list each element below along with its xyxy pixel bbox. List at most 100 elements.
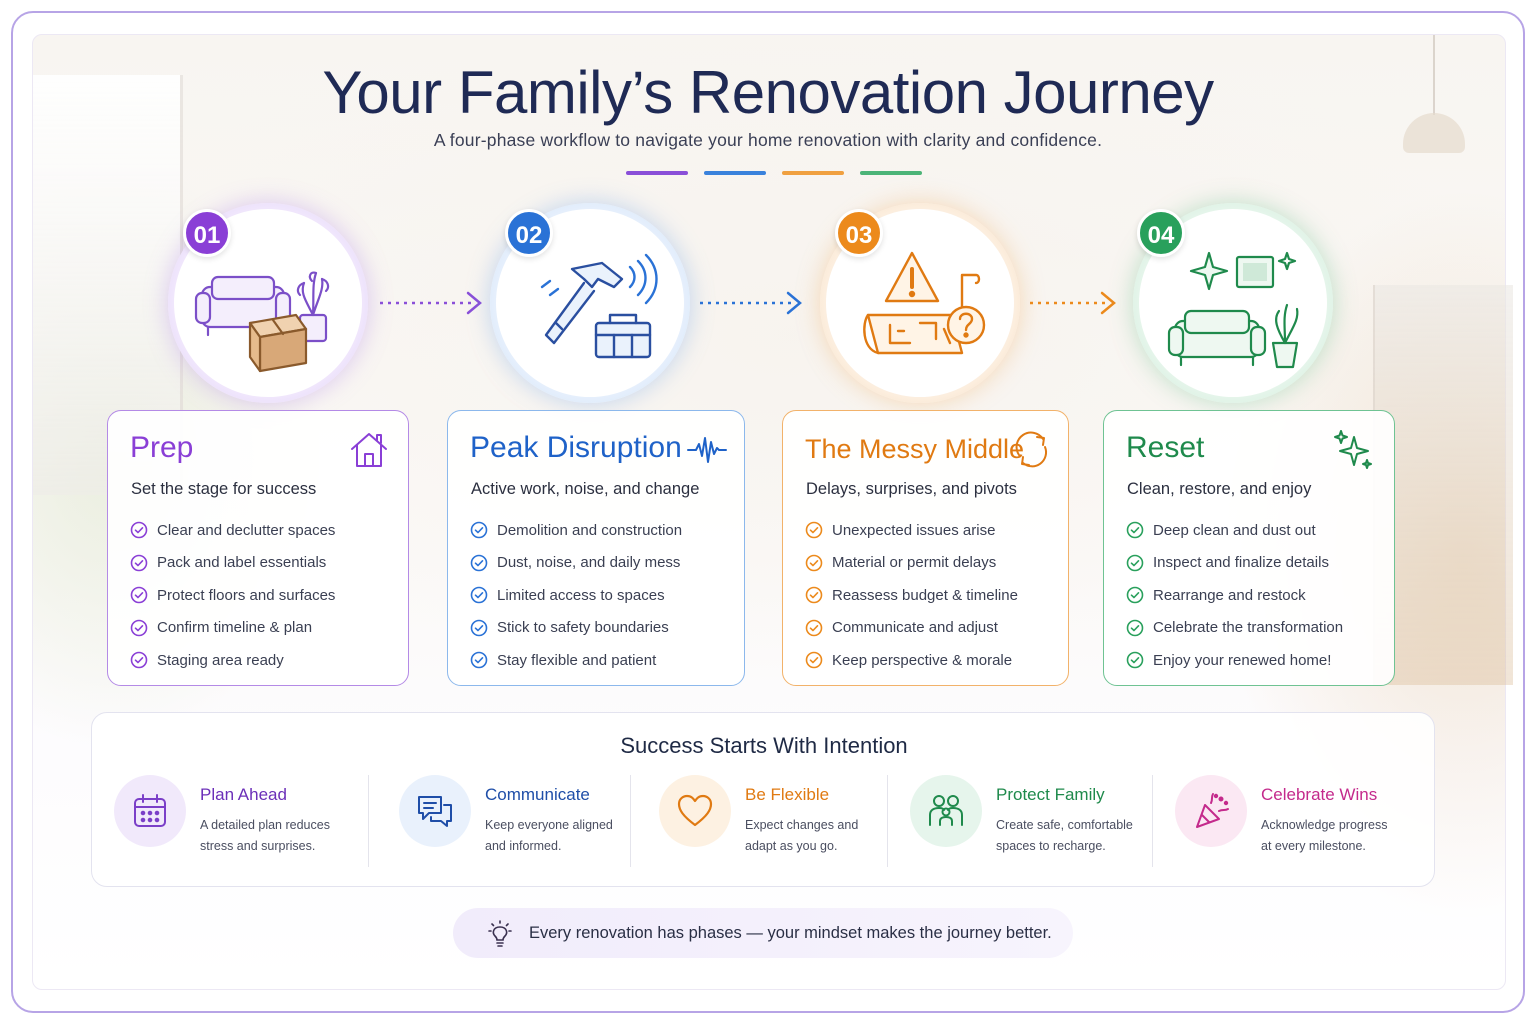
phase-card-prep: Prep Set the stage for success Clear and… — [107, 410, 409, 686]
checklist-item: Protect floors and surfaces — [130, 579, 335, 612]
phase-title: The Messy Middle — [805, 434, 1025, 464]
checklist-item: Inspect and finalize details — [1126, 547, 1343, 580]
tip-line: adapt as you go. — [745, 839, 838, 853]
tip-line: Keep everyone aligned — [485, 818, 613, 832]
check-circle-icon — [130, 521, 148, 539]
warning-blueprint-question-illustration — [863, 251, 986, 355]
checklist-item-label: Stay flexible and patient — [497, 651, 657, 669]
checklist-item-label: Limited access to spaces — [497, 586, 665, 604]
checklist-item-label: Inspect and finalize details — [1153, 554, 1329, 572]
check-circle-icon — [805, 586, 823, 604]
checklist-item-label: Communicate and adjust — [832, 619, 998, 637]
check-circle-icon — [1126, 554, 1144, 572]
checklist-item-label: Celebrate the transformation — [1153, 619, 1344, 637]
check-circle-icon — [805, 651, 823, 669]
tip-line: stress and surprises. — [200, 839, 316, 853]
checklist-item: Keep perspective & morale — [805, 644, 1018, 677]
family-icon — [929, 795, 963, 826]
phase-checklist: Unexpected issues arise Material or perm… — [805, 514, 1018, 677]
check-circle-icon — [1126, 586, 1144, 604]
accent-dash-purple — [626, 171, 688, 175]
checklist-item: Celebrate the transformation — [1126, 612, 1343, 645]
flow-arrow-1 — [380, 291, 482, 315]
check-circle-icon — [1126, 651, 1144, 669]
check-circle-icon — [130, 586, 148, 604]
heart-icon — [677, 794, 713, 827]
tip-title: Communicate — [485, 785, 590, 804]
checklist-item-label: Enjoy your renewed home! — [1153, 651, 1332, 669]
accent-dash-green — [860, 171, 922, 175]
phase-4-illustration-circle — [1133, 203, 1333, 403]
check-circle-icon — [470, 619, 488, 637]
tip-description: A detailed plan reduces stress and surpri… — [200, 815, 350, 857]
checklist-item-label: Unexpected issues arise — [832, 521, 996, 539]
check-circle-icon — [470, 521, 488, 539]
checklist-item-label: Deep clean and dust out — [1153, 521, 1316, 539]
checklist-item: Communicate and adjust — [805, 612, 1018, 645]
phase-subtitle: Active work, noise, and change — [471, 480, 700, 498]
tip-separator — [368, 775, 369, 867]
checklist-item: Stick to safety boundaries — [470, 612, 682, 645]
sofa-box-plant-illustration — [194, 271, 330, 373]
phase-title: Reset — [1126, 431, 1205, 464]
tip-line: at every milestone. — [1261, 839, 1366, 853]
phase-title: Peak Disruption — [470, 431, 682, 464]
tip-plan-ahead: Plan Ahead A detailed plan reduces stress… — [114, 773, 364, 873]
success-panel: Success Starts With Intention Plan Ahead… — [91, 712, 1435, 887]
flow-arrow-2 — [700, 291, 802, 315]
pulse-wave-icon — [687, 437, 727, 463]
check-circle-icon — [130, 651, 148, 669]
checklist-item-label: Stick to safety boundaries — [497, 619, 669, 637]
checklist-item-label: Demolition and construction — [497, 521, 683, 539]
phase-card-peak-disruption: Peak Disruption Active work, noise, and … — [447, 410, 745, 686]
phase-checklist: Clear and declutter spaces Pack and labe… — [130, 514, 335, 677]
tip-line: Acknowledge progress — [1261, 818, 1388, 832]
checklist-item: Unexpected issues arise — [805, 514, 1018, 547]
tip-line: spaces to recharge. — [996, 839, 1106, 853]
tip-separator — [1152, 775, 1153, 867]
checklist-item: Confirm timeline & plan — [130, 612, 335, 645]
checklist-item-label: Rearrange and restock — [1153, 586, 1306, 604]
tip-separator — [887, 775, 888, 867]
checklist-item: Limited access to spaces — [470, 579, 682, 612]
check-circle-icon — [130, 554, 148, 572]
phase-checklist: Deep clean and dust out Inspect and fina… — [1126, 514, 1343, 677]
success-panel-title: Success Starts With Intention — [620, 733, 908, 758]
footer-message: Every renovation has phases — your minds… — [529, 924, 1052, 942]
phase-title: Prep — [130, 431, 194, 464]
checklist-item-label: Material or permit delays — [832, 554, 997, 572]
house-icon — [351, 433, 387, 467]
tip-line: A detailed plan reduces — [200, 818, 330, 832]
tip-separator — [630, 775, 631, 867]
phase-card-reset: Reset Clean, restore, and enjoy Deep cle… — [1103, 410, 1395, 686]
checklist-item: Staging area ready — [130, 644, 335, 677]
phase-subtitle: Set the stage for success — [131, 480, 317, 498]
checklist-item-label: Pack and label essentials — [157, 554, 327, 572]
phase-3-illustration-circle — [820, 203, 1020, 403]
checklist-item: Material or permit delays — [805, 547, 1018, 580]
checklist-item-label: Keep perspective & morale — [832, 651, 1013, 669]
page-subtitle: A four-phase workflow to navigate your h… — [433, 130, 1103, 150]
tip-line: Expect changes and — [745, 818, 859, 832]
hammer-toolbox-illustration — [540, 253, 658, 359]
tip-line: Create safe, comfortable — [996, 818, 1133, 832]
checklist-item: Reassess budget & timeline — [805, 579, 1018, 612]
checklist-item-label: Protect floors and surfaces — [157, 586, 336, 604]
phase-subtitle: Delays, surprises, and pivots — [806, 480, 1017, 498]
accent-dash-orange — [782, 171, 844, 175]
tip-description: Acknowledge progress at every milestone. — [1261, 815, 1411, 857]
checklist-item-label: Dust, noise, and daily mess — [497, 554, 681, 572]
page-title: Your Family’s Renovation Journey — [322, 59, 1214, 126]
sofa-frame-plant-sparkle-illustration — [1167, 251, 1299, 369]
calendar-icon — [134, 794, 166, 827]
refresh-icon — [1015, 431, 1048, 468]
check-circle-icon — [1126, 521, 1144, 539]
tip-title: Plan Ahead — [200, 785, 287, 804]
phase-2-number-badge: 02 — [505, 209, 553, 257]
check-circle-icon — [805, 619, 823, 637]
